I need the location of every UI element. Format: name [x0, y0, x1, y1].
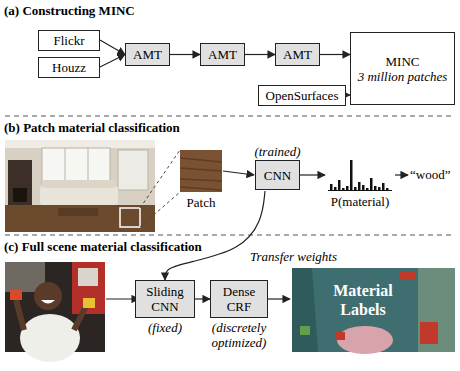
- edge-label: Transfer weights: [248, 249, 339, 264]
- annotation-box: AMT: [125, 43, 170, 66]
- overlay-label: Material Labels: [318, 281, 408, 319]
- box-label: Houzz: [52, 60, 86, 75]
- section-heading: (c) Full scene material classification: [4, 239, 202, 255]
- box-note: (discretely optimized): [189, 320, 289, 350]
- box-note: (fixed): [148, 320, 182, 335]
- flow-arrow: [195, 298, 210, 299]
- scene-photo: [5, 262, 105, 362]
- section-separator: [5, 235, 455, 236]
- section-heading: (b) Patch material classification: [4, 120, 180, 136]
- zoom-line: [140, 192, 180, 227]
- box-label: MINC: [386, 54, 420, 69]
- box-note: (trained): [254, 144, 300, 159]
- box-label: AMT: [133, 47, 162, 62]
- annotation-box: AMT: [275, 43, 320, 66]
- zoom-line: [140, 150, 180, 208]
- network-box: Sliding CNN(fixed): [135, 280, 195, 318]
- flow-arrow: [320, 54, 350, 55]
- flow-arrow: [245, 54, 275, 55]
- flow-arrow: [170, 54, 200, 55]
- axis-label: P(material): [331, 194, 389, 210]
- flow-arrow: [223, 171, 254, 175]
- flow-arrow: [100, 55, 125, 68]
- probability-histogram: [328, 160, 392, 191]
- segmentation-result: [292, 268, 455, 354]
- annotation-box: AMT: [200, 43, 245, 66]
- box-label: 3 million patches: [358, 69, 448, 84]
- room-photo: [5, 140, 155, 232]
- source-box: Houzz: [38, 57, 100, 78]
- box-label: AMT: [283, 47, 312, 62]
- network-box: CNN(trained): [255, 160, 300, 190]
- box-label: OpenSurfaces: [266, 88, 339, 103]
- dataset-box: MINC3 million patches: [350, 32, 455, 105]
- flow-arrow: [100, 40, 125, 55]
- patch-image: [180, 150, 222, 192]
- flow-arrow: [395, 174, 408, 175]
- section-heading: (a) Constructing MINC: [4, 3, 135, 19]
- box-label: CNN: [264, 168, 291, 183]
- output-label: “wood”: [410, 167, 450, 183]
- flow-arrow: [300, 174, 325, 175]
- image-caption: Patch: [187, 195, 216, 211]
- section-separator: [5, 116, 455, 117]
- box-label: Sliding CNN: [136, 284, 194, 314]
- box-label: Flickr: [53, 33, 84, 48]
- box-label: AMT: [208, 47, 237, 62]
- box-label: Dense CRF: [211, 284, 267, 314]
- crf-box: Dense CRF(discretely optimized): [210, 280, 268, 318]
- flow-arrow: [165, 191, 265, 280]
- source-box: OpenSurfaces: [258, 85, 346, 106]
- source-box: Flickr: [38, 30, 100, 51]
